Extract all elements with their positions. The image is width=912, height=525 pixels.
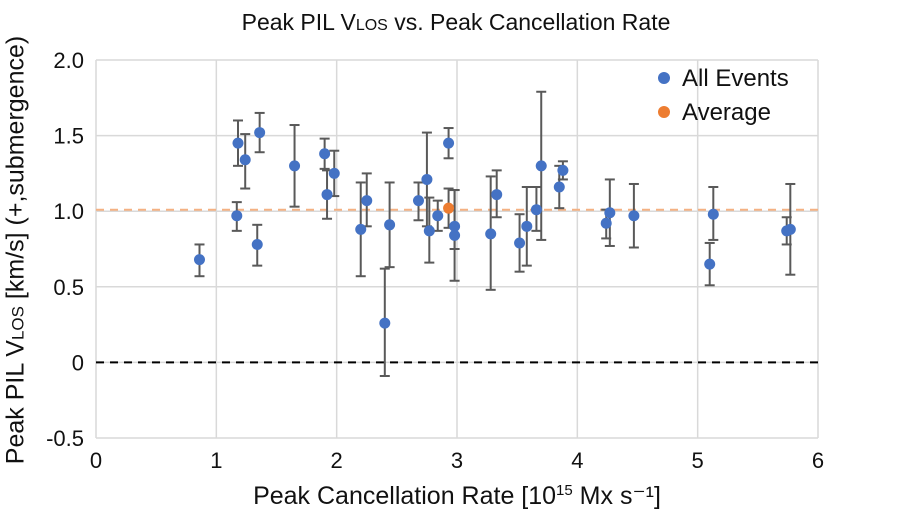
y-tick-label: 1.5 (53, 124, 84, 149)
chart-title-subscript: LOS (355, 17, 388, 34)
data-points (193, 127, 796, 329)
event-point (553, 181, 565, 193)
event-point (328, 167, 340, 179)
event-point (530, 204, 542, 216)
chart-title-rest: vs. Peak Cancellation Rate (387, 9, 671, 35)
event-point (449, 220, 461, 232)
event-point (514, 237, 526, 249)
y-tick-label: 0.5 (53, 275, 84, 300)
x-tick-label: 6 (812, 448, 824, 473)
event-point (443, 137, 455, 149)
x-tick-label: 5 (692, 448, 704, 473)
x-tick-label: 1 (210, 448, 222, 473)
y-tick-label: 2.0 (53, 48, 84, 73)
event-point (557, 164, 569, 176)
event-point (239, 154, 251, 166)
event-point (600, 217, 612, 229)
event-point (412, 195, 424, 207)
x-tick-label: 2 (331, 448, 343, 473)
x-axis-label: Peak Cancellation Rate [1015 Mx s⁻¹] (96, 481, 818, 511)
x-axis-label-post: Mx s⁻¹] (572, 482, 661, 510)
y-tick-label: 0 (72, 350, 84, 375)
event-point (379, 317, 391, 329)
x-tick-label: 0 (90, 448, 102, 473)
event-point (232, 137, 244, 149)
x-axis-label-pre: Peak Cancellation Rate [10 (253, 482, 557, 510)
x-tick-label: 3 (451, 448, 463, 473)
event-point (251, 238, 263, 250)
event-point (432, 210, 444, 222)
y-axis-label-subscript: LOS (8, 306, 28, 341)
y-tick-label: 1.0 (53, 199, 84, 224)
y-axis-label-post: [km/s] (+,submergence) (1, 35, 30, 307)
event-point (521, 220, 533, 232)
event-point (535, 160, 547, 172)
x-axis-label-sup: 15 (556, 482, 573, 499)
y-axis-label-pre: Peak PIL V (1, 340, 30, 465)
event-point (355, 223, 367, 235)
event-point (628, 210, 640, 222)
event-point (254, 127, 266, 139)
event-point (289, 160, 301, 172)
y-tick-label: -0.5 (46, 426, 84, 451)
event-point (704, 258, 716, 270)
event-point (485, 228, 497, 240)
legend-marker-average (658, 106, 670, 118)
legend-label-all-events: All Events (682, 65, 789, 92)
event-point (319, 148, 331, 160)
event-point (604, 207, 616, 219)
event-point (321, 189, 333, 201)
event-point (423, 225, 435, 237)
event-point (193, 254, 205, 266)
event-point (784, 223, 796, 235)
legend-label-average: Average (682, 99, 771, 126)
x-tick-label: 4 (571, 448, 583, 473)
average-point (443, 202, 455, 214)
event-point (491, 189, 503, 201)
event-point (384, 219, 396, 231)
event-point (707, 208, 719, 220)
event-point (231, 210, 243, 222)
event-point (361, 195, 373, 207)
event-point (449, 229, 461, 241)
legend-marker-all-events (658, 72, 670, 84)
chart-title: Peak PIL VLOS vs. Peak Cancellation Rate (0, 8, 912, 40)
grid-lines (95, 59, 819, 439)
chart-title-main: Peak PIL V (241, 9, 356, 35)
event-point (421, 173, 433, 185)
